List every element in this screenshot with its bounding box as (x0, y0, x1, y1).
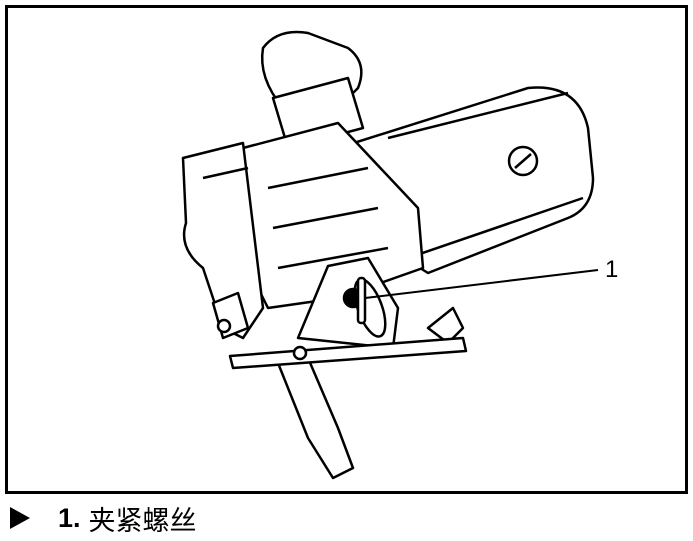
triangle-bullet-icon (10, 507, 30, 529)
caption-number: 1. (58, 502, 81, 533)
callout-label-1: 1 (605, 256, 619, 283)
caption-text: 夹紧螺丝 (88, 505, 197, 537)
circular-saw-illustration (181, 30, 599, 480)
figure-frame: 1 (5, 5, 688, 494)
figure-caption: 1. 夹紧螺丝 (10, 500, 197, 537)
